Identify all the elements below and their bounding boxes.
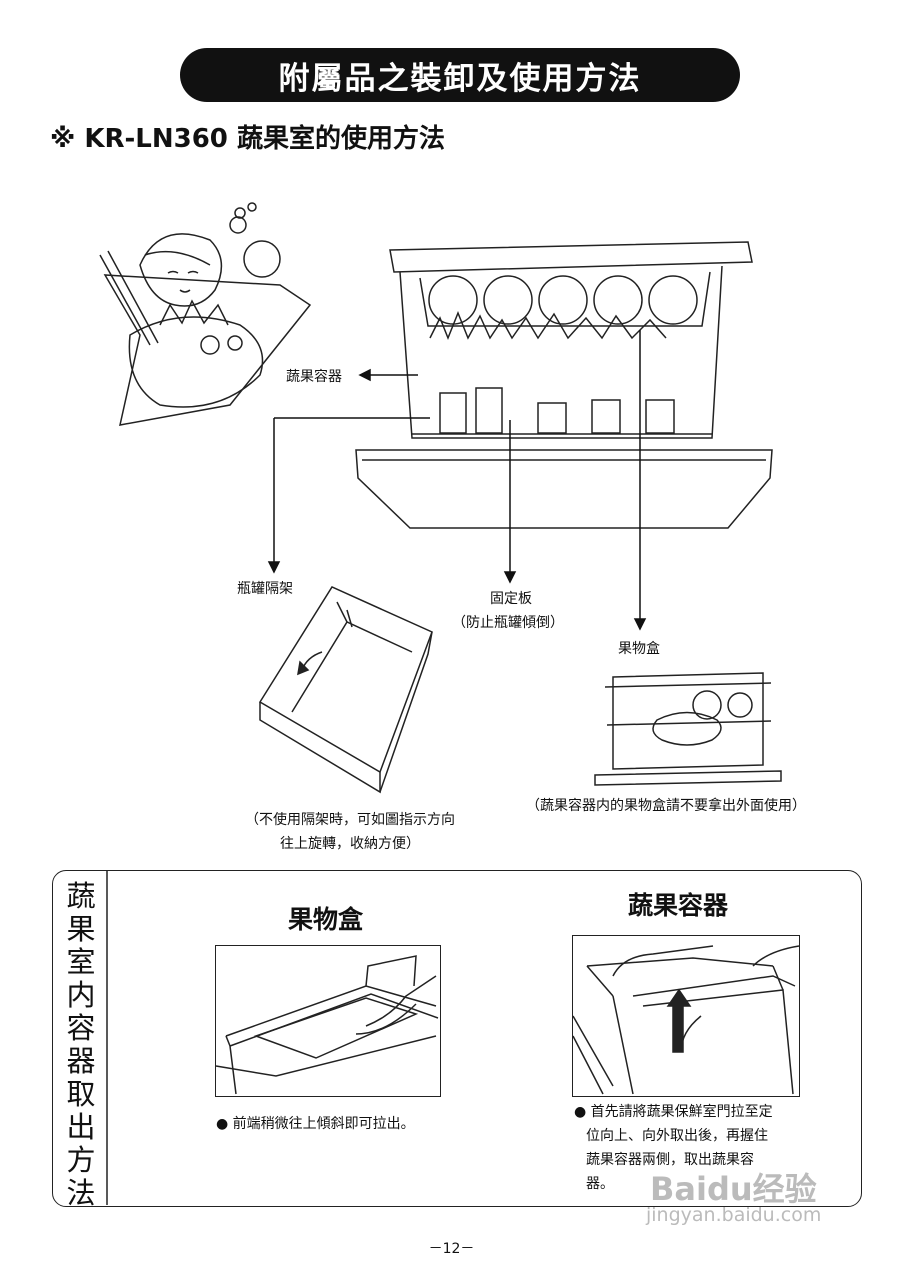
fixing-plate-label: 固定板 bbox=[490, 591, 532, 607]
vertical-title-char: 取 bbox=[66, 1077, 96, 1111]
vertical-title-char: 器 bbox=[66, 1044, 96, 1078]
divider-note: （不使用隔架時，可如圖指示方向 往上旋轉，收納方便） bbox=[225, 808, 475, 856]
divider-note-line1: （不使用隔架時，可如圖指示方向 bbox=[245, 812, 455, 828]
page-number: －12－ bbox=[428, 1241, 475, 1257]
fruit-box-label: 果物盒 bbox=[618, 641, 660, 657]
removal-method-vertical-title: 蔬 果 室 内 容 器 取 出 方 法 bbox=[58, 880, 104, 1210]
vertical-title-char: 法 bbox=[66, 1176, 96, 1210]
instruction-line: 位向上、向外取出後，再握住 bbox=[586, 1128, 768, 1144]
fixing-plate-note: （防止瓶罐傾倒） bbox=[452, 615, 564, 631]
fruit-box-heading: 果物盒 bbox=[288, 905, 364, 934]
vegetable-container-label: 蔬果容器 bbox=[286, 369, 342, 385]
baidu-watermark-logo: Baidu经验 bbox=[650, 1170, 817, 1208]
woman-with-vegetables-illustration bbox=[99, 202, 312, 426]
bottle-divider-illustration bbox=[258, 586, 433, 794]
vertical-title-char: 方 bbox=[66, 1143, 96, 1177]
vegetable-container-heading: 蔬果容器 bbox=[628, 891, 729, 920]
fruit-box-removal-illustration bbox=[215, 945, 441, 1097]
divider-note-line2: 往上旋轉，收納方便） bbox=[280, 836, 420, 852]
vertical-title-char: 果 bbox=[66, 912, 96, 946]
callout-lines bbox=[267, 330, 647, 631]
instruction-line: ● 首先請將蔬果保鮮室門拉至定 bbox=[574, 1104, 773, 1120]
vegetable-drawer-illustration bbox=[355, 241, 773, 529]
vertical-title-char: 室 bbox=[66, 945, 96, 979]
section-subtitle: ※ KR-LN360 蔬果室的使用方法 bbox=[50, 124, 445, 154]
instruction-line: 蔬果容器兩側，取出蔬果容 bbox=[586, 1152, 754, 1168]
vertical-title-char: 蔬 bbox=[66, 879, 96, 913]
fruit-box-illustration bbox=[594, 672, 782, 786]
vertical-title-char: 出 bbox=[66, 1110, 96, 1144]
vegetable-container-removal-illustration bbox=[572, 935, 800, 1097]
vegetable-container-instruction: ● 首先請將蔬果保鮮室門拉至定 位向上、向外取出後，再握住 蔬果容器兩側，取出蔬… bbox=[574, 1100, 773, 1196]
baidu-watermark-url: jingyan.baidu.com bbox=[646, 1204, 822, 1226]
vertical-title-char: 容 bbox=[66, 1011, 96, 1045]
vertical-title-char: 内 bbox=[66, 978, 96, 1012]
instruction-line: 器。 bbox=[586, 1176, 614, 1192]
bottle-divider-label: 瓶罐隔架 bbox=[237, 581, 293, 597]
fruit-box-note: （蔬果容器内的果物盒請不要拿出外面使用） bbox=[526, 798, 806, 814]
removal-method-panel bbox=[52, 870, 862, 1207]
page-title-banner: 附屬品之裝卸及使用方法 bbox=[180, 48, 740, 102]
page-title: 附屬品之裝卸及使用方法 bbox=[278, 60, 642, 97]
fruit-box-instruction: ● 前端稍微往上傾斜即可拉出。 bbox=[216, 1116, 415, 1132]
